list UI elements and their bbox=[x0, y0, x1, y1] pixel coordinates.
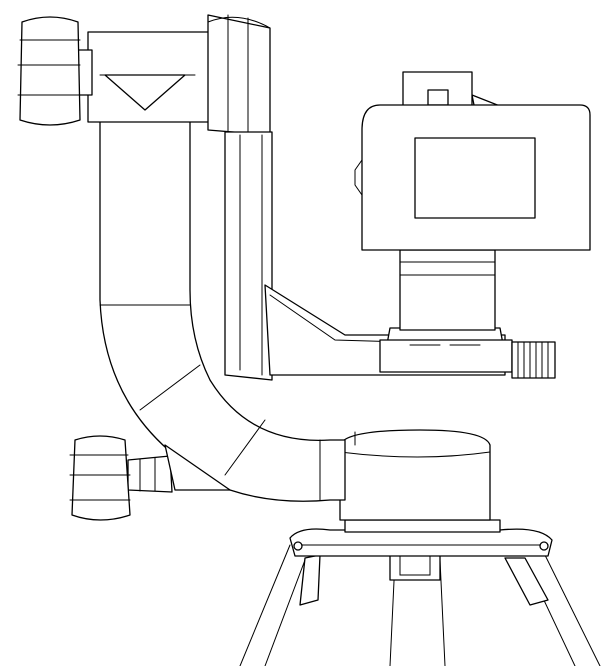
top-knob bbox=[17, 16, 93, 126]
panning-base bbox=[339, 429, 501, 533]
curved-arm bbox=[99, 74, 346, 502]
quick-release-clamp bbox=[379, 327, 556, 379]
vertical-ring-plate bbox=[207, 14, 271, 136]
bottom-knob bbox=[69, 435, 173, 521]
camera-body bbox=[354, 71, 591, 251]
top-cylinder bbox=[87, 31, 213, 123]
tripod-plate bbox=[289, 528, 553, 557]
lens-mount bbox=[399, 249, 496, 331]
